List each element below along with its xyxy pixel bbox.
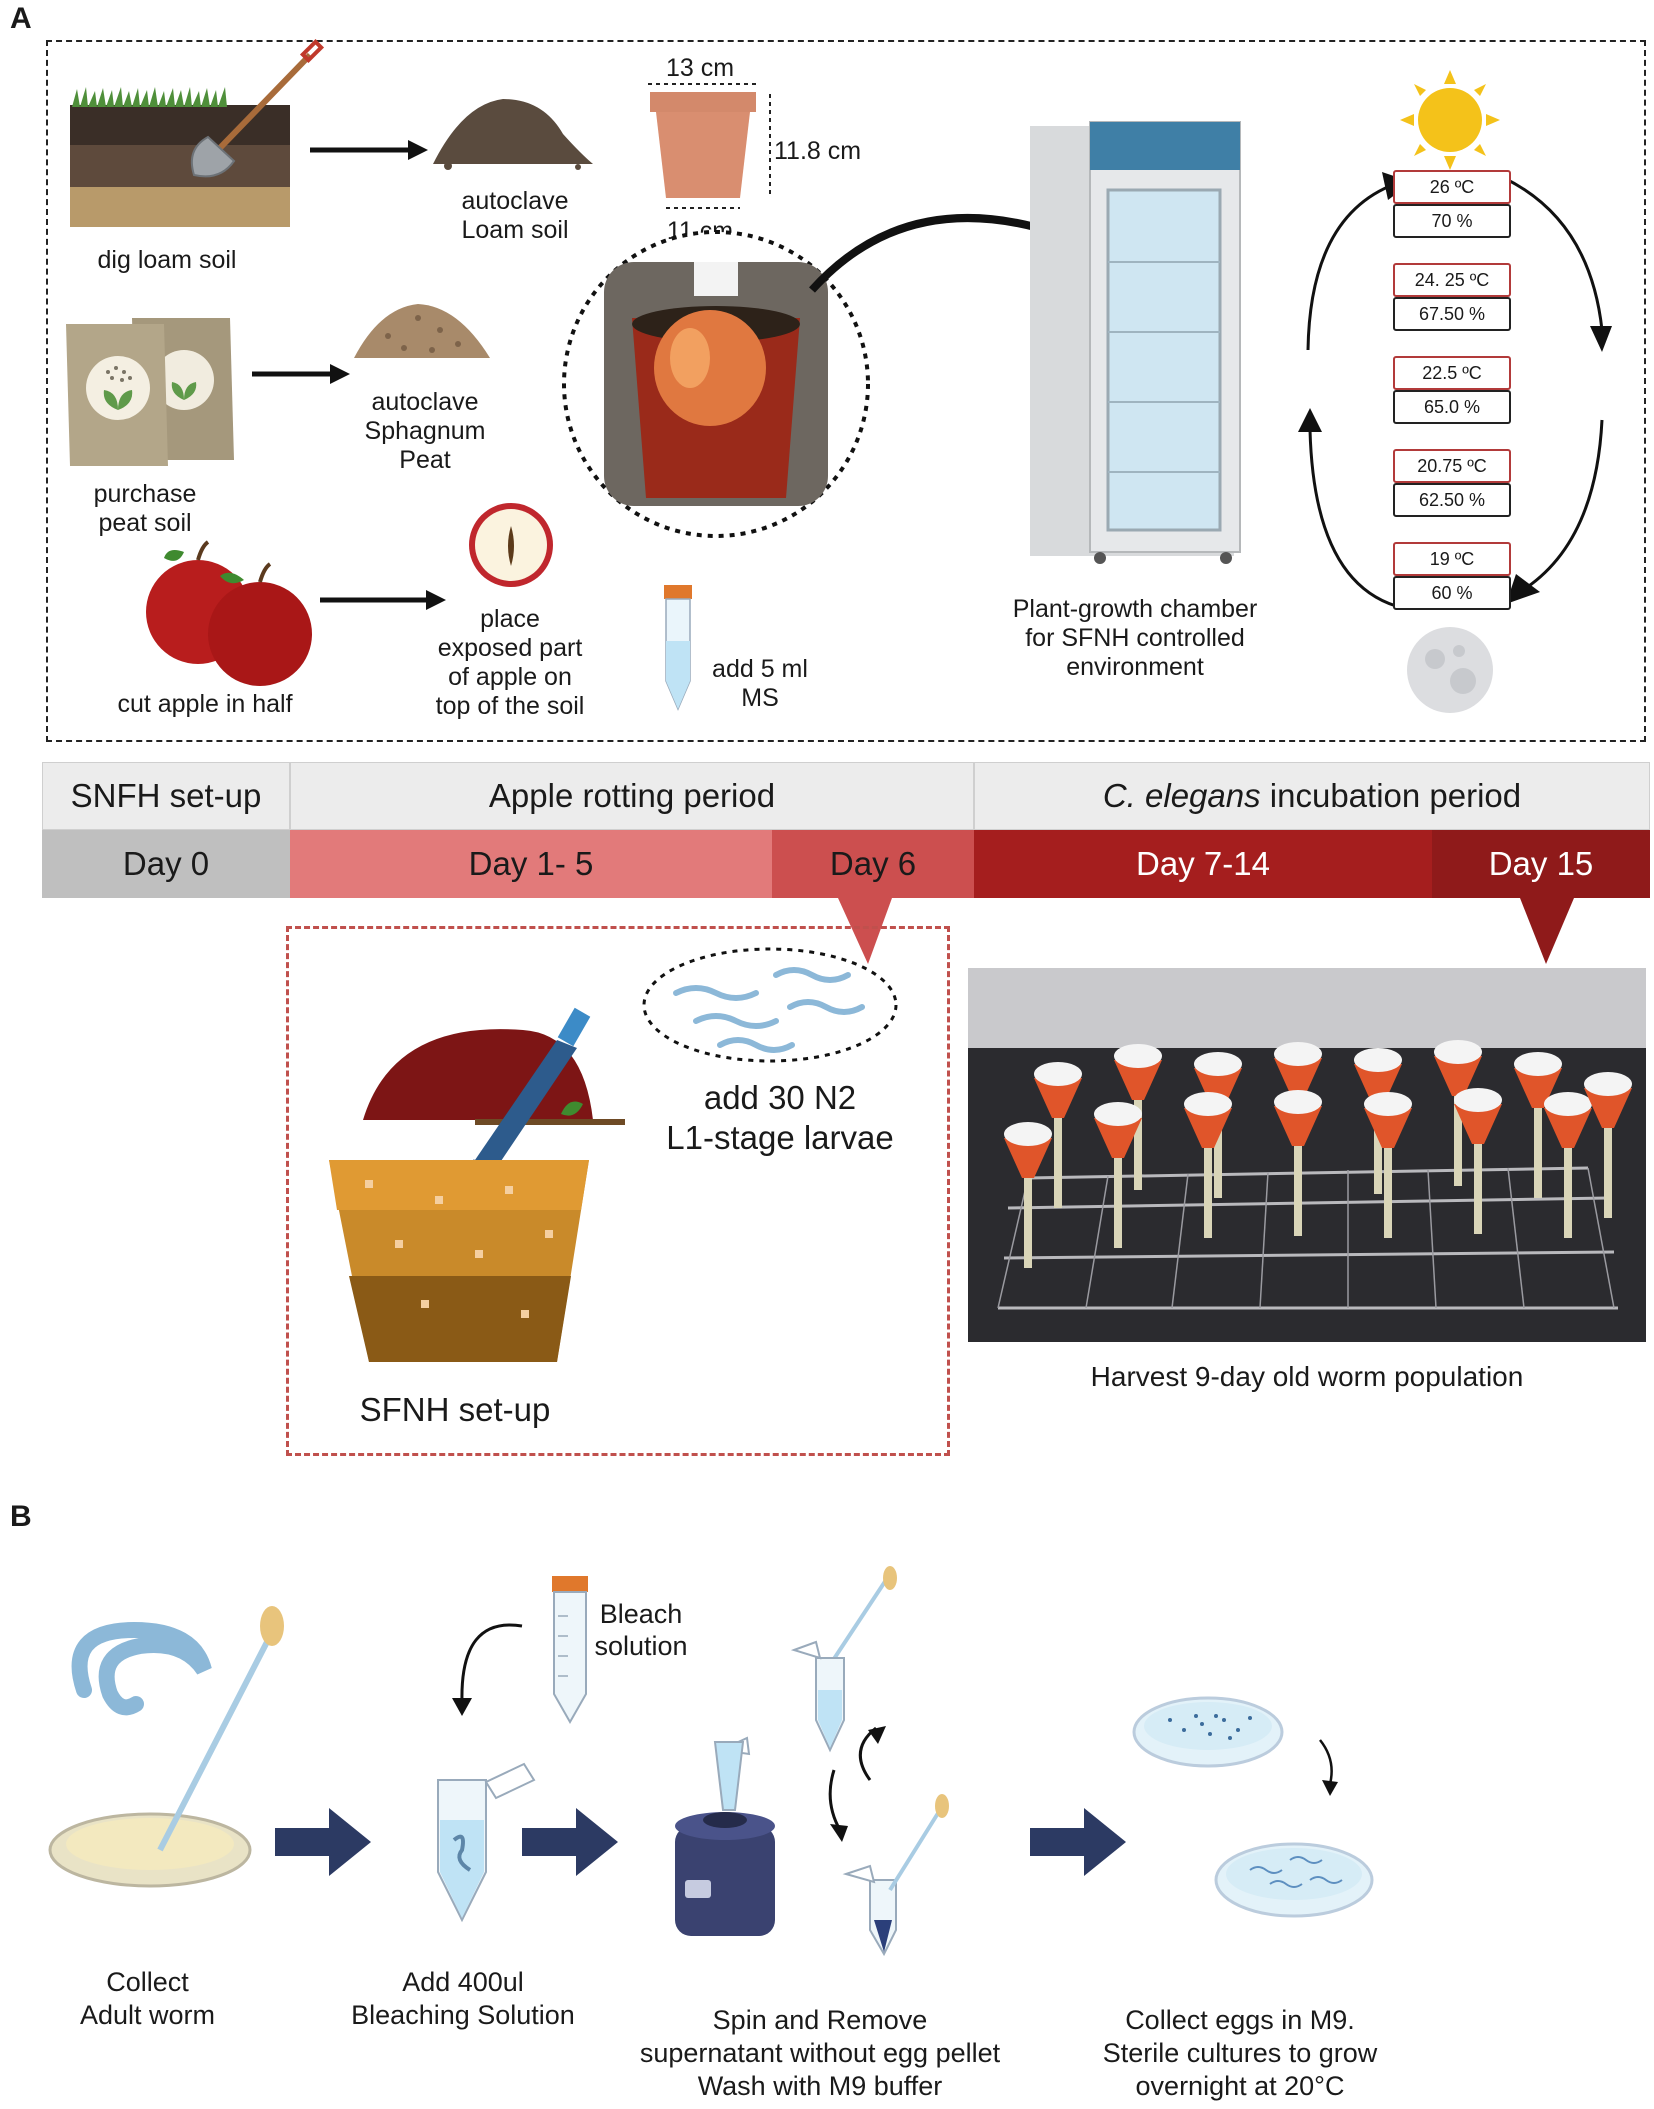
panel-label-b: B — [10, 1500, 32, 1533]
apples-icon — [146, 540, 312, 686]
growth-chamber-icon — [1030, 121, 1241, 564]
funnel — [1184, 1092, 1232, 1238]
phase-setup: SNFH set-up — [42, 762, 290, 830]
temperature-setpoint: 19 ºC — [1393, 542, 1511, 576]
day-15: Day 15 — [1432, 830, 1650, 898]
temperature-setpoint: 20.75 ºC — [1393, 449, 1511, 483]
day-7-14: Day 7-14 — [974, 830, 1432, 898]
funnel — [1454, 1088, 1502, 1234]
funnel — [1364, 1092, 1412, 1238]
funnel — [1584, 1072, 1632, 1218]
pot-height-dimension: 11.8 cm — [774, 137, 862, 165]
apple-on-soil-photo — [562, 230, 870, 538]
funnel — [1004, 1122, 1052, 1268]
peat-bags-icon — [66, 318, 234, 466]
arrow-dig-to-autoclave — [310, 140, 428, 160]
timeline-pointers — [838, 898, 1574, 964]
humidity-setpoint: 60 % — [1393, 576, 1511, 610]
wash-tubes-illustration — [790, 1566, 949, 1957]
loam-pile-icon — [433, 99, 593, 170]
sfnh-setup-illustration — [329, 1007, 625, 1362]
species-name: C. elegans — [1102, 777, 1261, 814]
humidity-setpoint: 70 % — [1393, 204, 1511, 238]
day-0: Day 0 — [42, 830, 290, 898]
funnel — [1034, 1062, 1082, 1208]
pot-icon — [648, 83, 771, 209]
day-1-5: Day 1- 5 — [290, 830, 772, 898]
bleach-solution-tube — [552, 1576, 588, 1725]
temperature-setpoint: 24. 25 ºC — [1393, 263, 1511, 297]
vortex-mixer-illustration — [675, 1736, 775, 1936]
arrow-step-3 — [1030, 1808, 1126, 1876]
moon-icon — [1407, 627, 1493, 713]
loam-soil-illustration — [70, 38, 325, 227]
phase-label-rest: incubation period — [1260, 777, 1522, 814]
day-6: Day 6 — [772, 830, 974, 898]
larvae-addition-frame — [286, 926, 950, 1456]
step-collect-eggs-caption: Collect eggs in M9.Sterile cultures to g… — [1102, 2005, 1378, 2101]
egg-culture-dishes — [1132, 1696, 1374, 1918]
ms-tube-icon — [664, 585, 692, 711]
temperature-setpoint: 22.5 ºC — [1393, 356, 1511, 390]
humidity-setpoint: 67.50 % — [1393, 297, 1511, 331]
phase-apple-rotting: Apple rotting period — [290, 762, 974, 830]
phase-incubation: C. elegans incubation period — [974, 762, 1650, 830]
funnel — [1194, 1052, 1242, 1198]
sfnh-setup-caption: SFNH set-up — [359, 1391, 551, 1428]
harvest-caption: Harvest 9-day old worm population — [1090, 1361, 1524, 1392]
arrow-apple-to-half — [320, 590, 446, 610]
funnel — [1434, 1040, 1482, 1186]
humidity-setpoint: 65.0 % — [1393, 390, 1511, 424]
funnel — [1514, 1052, 1562, 1198]
dig-loam-soil-label: dig loam soil — [97, 246, 237, 274]
funnel — [1274, 1090, 1322, 1236]
petri-dish-worm-illustration — [48, 1606, 284, 1888]
panel-label-a: A — [10, 2, 32, 35]
pour-arrow — [452, 1623, 523, 1716]
funnel — [1544, 1092, 1592, 1238]
harvest-photo — [968, 968, 1646, 1342]
peat-pile-icon — [354, 304, 490, 358]
apple-half-icon — [469, 503, 553, 587]
cut-apple-label: cut apple in half — [117, 690, 293, 718]
larvae-oval — [642, 947, 898, 1063]
humidity-setpoint: 62.50 % — [1393, 483, 1511, 517]
bleach-tube-illustration — [437, 1762, 536, 1923]
funnel — [1114, 1044, 1162, 1190]
pot-top-dimension: 13 cm — [665, 54, 735, 82]
arrow-step-1 — [275, 1808, 371, 1876]
arrow-step-2 — [522, 1808, 618, 1876]
setup-frame — [46, 40, 1646, 742]
temperature-setpoint: 26 ºC — [1393, 170, 1511, 204]
sun-icon — [1400, 70, 1500, 170]
arrow-peat-to-autoclave — [252, 364, 350, 384]
funnel — [1094, 1102, 1142, 1248]
